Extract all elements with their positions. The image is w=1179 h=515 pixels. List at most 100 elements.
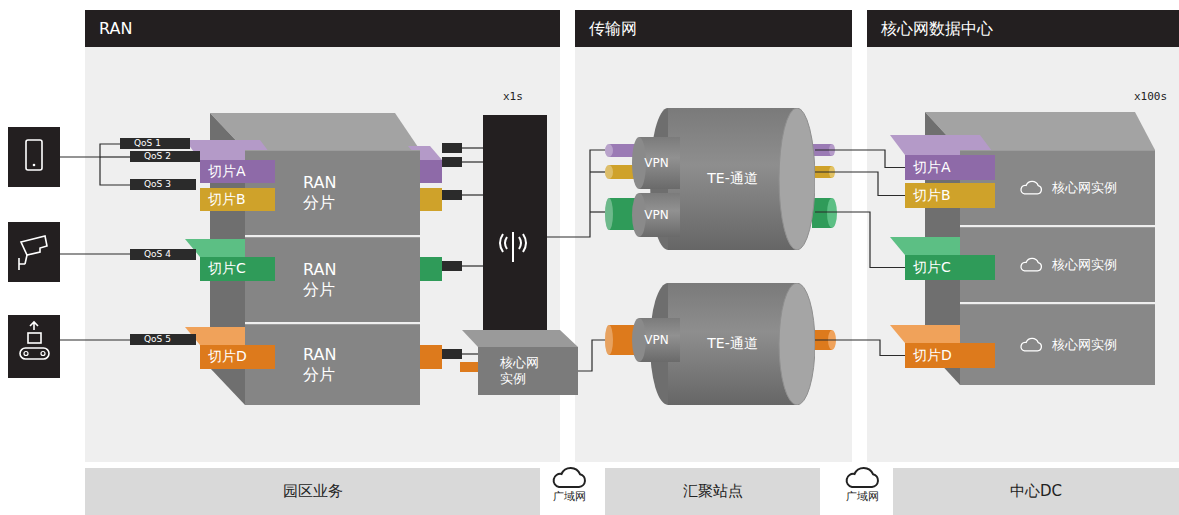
cylinder-body: [639, 318, 680, 362]
device-icon: [8, 127, 60, 187]
label-holder: x100s: [1134, 90, 1167, 103]
vpn-tube-end: [605, 144, 613, 157]
antenna-icon: [512, 232, 514, 262]
antenna-icon: [500, 234, 503, 252]
cloud-icon: [842, 466, 882, 490]
vpn-cylinder: VPN: [605, 137, 680, 189]
node-label: 汇聚站点: [683, 482, 743, 501]
node-label: 切片D: [913, 347, 952, 365]
device-icon: [24, 352, 28, 356]
core-instance-box: 核心网 实例: [478, 347, 578, 395]
slice-box: 切片D: [905, 343, 995, 368]
cylinder-end: [779, 108, 815, 250]
vpn-tube-end: [605, 198, 613, 230]
node-label: 切片C: [208, 260, 246, 278]
node-label: VPN: [644, 333, 668, 347]
panel-ground: [867, 47, 1179, 462]
zone-band: 中心DC: [893, 468, 1179, 515]
cloud-outline: [1021, 338, 1041, 350]
node-label: VPN: [644, 156, 668, 170]
node-label: 切片C: [913, 259, 951, 277]
node-label: 核心网实例: [1052, 336, 1117, 354]
device-icon: [33, 164, 36, 167]
vpn-cylinder-shape: [605, 318, 680, 362]
slice-stub: [442, 190, 462, 200]
cloud-outline: [847, 468, 878, 487]
node-label: 切片A: [913, 159, 951, 177]
device-icon: [19, 255, 27, 270]
device-icon: [20, 348, 49, 359]
vpn-tube-end: [605, 144, 613, 157]
slice-box: 切片B: [905, 183, 995, 208]
node-label: VPN: [644, 208, 668, 222]
cloud-outline: [1021, 258, 1041, 270]
cylinder-body: [668, 283, 797, 405]
slice-stub: [420, 345, 442, 369]
node-label: QoS 1: [134, 138, 161, 149]
wire: [547, 150, 605, 237]
vpn-cylinder: VPN: [605, 318, 680, 362]
qos-tag: QoS 1: [120, 138, 190, 149]
slice-stub: [442, 143, 462, 153]
node-label: 切片B: [208, 191, 246, 209]
node-label: TE-通道: [707, 335, 757, 353]
cylinder-end: [632, 193, 646, 237]
node-label: 核心网实例: [1052, 256, 1117, 274]
wire: [60, 253, 130, 254]
layer-panel: 传输网 VPN TE-通道 VPN VPN TE-通道: [575, 10, 852, 462]
slice-box: 切片C: [200, 257, 275, 281]
device-icon: [26, 140, 42, 170]
wire: [60, 144, 120, 157]
wire: [462, 194, 483, 195]
cloud-icon: [1018, 257, 1044, 273]
node-label: RAN 分片: [303, 173, 356, 213]
cloud-outline: [554, 468, 585, 487]
label-holder: x1s: [503, 90, 523, 103]
node-label: RAN 分片: [303, 260, 356, 300]
tunnel-stub: [812, 144, 837, 350]
node-label: QoS 2: [144, 151, 171, 162]
core-box-face: [462, 330, 578, 347]
vpn-tube-end: [605, 325, 613, 355]
cylinder-end: [632, 318, 646, 362]
vpn-cylinder: VPN: [605, 193, 680, 237]
panel-ground: [85, 47, 1179, 462]
wire: [590, 211, 605, 212]
zone-band: 园区业务: [85, 468, 540, 515]
wan-cloud: 广域网: [546, 466, 592, 512]
node-label: QoS 3: [144, 179, 171, 190]
vpn-tube-end: [605, 325, 613, 355]
device-icon: [28, 333, 41, 343]
connector-line: [815, 212, 905, 268]
slice-stub: [442, 349, 462, 359]
wan-cloud: 广域网: [839, 466, 885, 512]
wire: [462, 265, 483, 266]
node-label: 中心DC: [1010, 482, 1062, 501]
node-label: 切片B: [913, 187, 951, 205]
vpn-tube-end: [605, 165, 613, 179]
wire: [100, 157, 130, 185]
cylinder-end: [779, 283, 815, 405]
slice-box: 切片A: [200, 160, 275, 183]
cloud-outline: [1021, 181, 1041, 193]
wire: [462, 161, 483, 162]
qos-tag: QoS 4: [130, 249, 196, 260]
node-label: 切片D: [208, 348, 247, 366]
node-label: 核心网 实例: [500, 355, 543, 388]
cylinder-body: [639, 137, 680, 189]
wire: [60, 144, 605, 354]
panel-heading: 传输网: [575, 10, 852, 47]
vpn-cylinder-shape: [605, 137, 680, 189]
antenna-icon: [500, 232, 526, 262]
cylinder-body: [668, 108, 797, 250]
vpn-tube-end: [605, 165, 613, 179]
panel-heading: 核心网数据中心: [867, 10, 1179, 47]
wire: [462, 147, 483, 148]
slice-box: 切片D: [200, 345, 275, 369]
panel-heading: RAN: [85, 10, 560, 47]
cylinder-body: [639, 193, 680, 237]
node-label: TE-通道: [707, 170, 757, 188]
layer-panel: 核心网数据中心切片A核心网实例切片B切片C核心网实例切片D核心网实例: [867, 10, 1179, 462]
panel-ground: [575, 47, 852, 462]
antenna-icon: [519, 237, 521, 249]
